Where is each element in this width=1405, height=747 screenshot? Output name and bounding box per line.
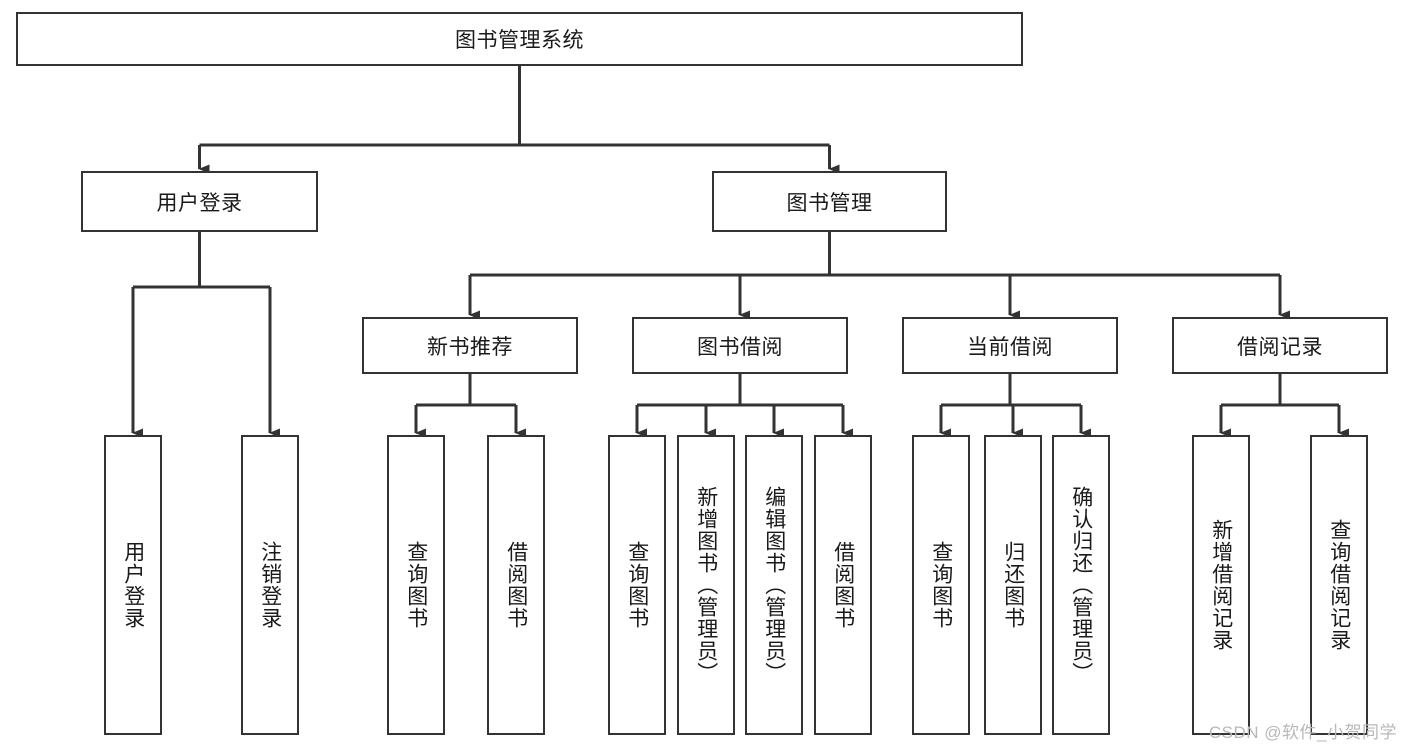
node-leaf-add-book-admin[interactable]: 新增图书（管理员） xyxy=(677,435,735,735)
node-book-borrow[interactable]: 图书借阅 xyxy=(632,317,848,374)
node-leaf-borrow-book-rec[interactable]: 借阅图书 xyxy=(487,435,545,735)
node-leaf-query-borrow-record[interactable]: 查询借阅记录 xyxy=(1310,435,1368,735)
node-leaf-confirm-return-admin[interactable]: 确认归还（管理员） xyxy=(1052,435,1110,735)
node-current-borrow-label: 当前借阅 xyxy=(967,335,1053,359)
node-leaf-logout-login-label: 注销登录 xyxy=(258,541,282,629)
csdn-watermark: CSDN @软件_小贺同学 xyxy=(1208,723,1397,742)
node-leaf-add-book-admin-label: 新增图书（管理员） xyxy=(694,486,718,684)
node-root[interactable]: 图书管理系统 xyxy=(16,12,1023,66)
node-borrow-record[interactable]: 借阅记录 xyxy=(1172,317,1388,374)
node-leaf-edit-book-admin[interactable]: 编辑图书（管理员） xyxy=(745,435,803,735)
node-leaf-query-borrow-record-label: 查询借阅记录 xyxy=(1327,519,1351,651)
node-leaf-query-book-current-label: 查询图书 xyxy=(929,541,953,629)
node-leaf-return-book-label: 归还图书 xyxy=(1001,541,1025,629)
node-leaf-query-book-current[interactable]: 查询图书 xyxy=(912,435,970,735)
node-leaf-confirm-return-admin-label: 确认归还（管理员） xyxy=(1069,486,1093,684)
node-leaf-borrow-book-borrow-label: 借阅图书 xyxy=(831,541,855,629)
node-current-borrow[interactable]: 当前借阅 xyxy=(902,317,1118,374)
node-leaf-user-login[interactable]: 用户登录 xyxy=(104,435,162,735)
node-root-label: 图书管理系统 xyxy=(455,29,584,52)
node-user-login-label: 用户登录 xyxy=(156,191,243,215)
node-leaf-logout-login[interactable]: 注销登录 xyxy=(241,435,299,735)
node-leaf-query-book-rec[interactable]: 查询图书 xyxy=(387,435,445,735)
node-book-management[interactable]: 图书管理 xyxy=(712,171,947,232)
node-book-management-label: 图书管理 xyxy=(786,191,873,215)
node-leaf-query-book-borrow-label: 查询图书 xyxy=(625,541,649,629)
node-book-borrow-label: 图书借阅 xyxy=(697,335,783,359)
node-new-book-recommend-label: 新书推荐 xyxy=(427,335,513,359)
node-leaf-query-book-borrow[interactable]: 查询图书 xyxy=(608,435,666,735)
node-leaf-add-borrow-record-label: 新增借阅记录 xyxy=(1209,519,1233,651)
node-leaf-query-book-rec-label: 查询图书 xyxy=(404,541,428,629)
node-leaf-add-borrow-record[interactable]: 新增借阅记录 xyxy=(1192,435,1250,735)
node-leaf-borrow-book-rec-label: 借阅图书 xyxy=(504,541,528,629)
node-leaf-edit-book-admin-label: 编辑图书（管理员） xyxy=(762,486,786,684)
node-leaf-return-book[interactable]: 归还图书 xyxy=(984,435,1042,735)
node-leaf-borrow-book-borrow[interactable]: 借阅图书 xyxy=(814,435,872,735)
node-new-book-recommend[interactable]: 新书推荐 xyxy=(362,317,578,374)
node-user-login[interactable]: 用户登录 xyxy=(81,171,318,232)
node-borrow-record-label: 借阅记录 xyxy=(1237,335,1323,359)
node-leaf-user-login-label: 用户登录 xyxy=(121,541,145,629)
